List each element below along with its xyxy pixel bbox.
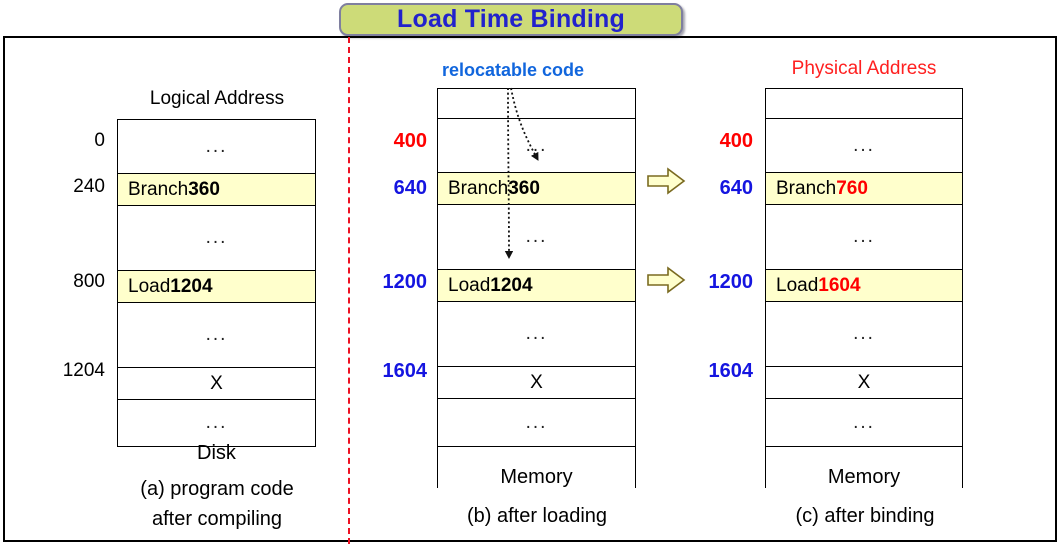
memory-row: ... [766,301,962,366]
memory-row: Branch 360 [438,172,635,204]
memory-row: ... [118,119,315,173]
memory-row: Branch 360 [118,173,315,205]
instruction-operand: 360 [188,178,220,200]
ellipsis-cell: ... [525,411,548,433]
memory-row [766,88,962,118]
memory-row: X [766,366,962,398]
slide-title-banner: Load Time Binding [339,3,683,36]
heading-relocatable-code: relocatable code [441,60,585,80]
instruction-operand: 1604 [818,274,861,296]
address-label: 800 [73,271,105,292]
memory-row: ... [118,205,315,270]
ellipsis-cell: ... [853,323,875,344]
caption-a-line3: after compiling [151,508,283,530]
memory-table-b: ... Branch 360... Load 1204... X... [437,88,636,488]
instruction-mnemonic: Load [448,274,491,296]
caption-b-line2: (b) after loading [466,505,608,527]
instruction-mnemonic: Load [128,275,171,297]
memory-row: ... [766,204,962,269]
address-label: 400 [393,130,427,152]
instruction-operand: 1204 [490,274,533,296]
ellipsis-cell: ... [205,412,228,433]
memory-row: ... [766,118,962,172]
address-label: 1200 [708,271,754,293]
address-label: 1604 [382,360,428,382]
content-frame [3,36,1057,542]
ellipsis-cell: ... [853,134,875,156]
address-label: 1604 [708,360,754,382]
memory-row: ... [438,204,635,269]
memory-row: ... [438,118,635,172]
ellipsis-cell: ... [853,226,875,247]
caption-a-line2: (a) program code [140,478,294,500]
heading-logical-address: Logical Address [149,88,285,109]
heading-physical-address: Physical Address [791,58,937,79]
ellipsis-cell: ... [205,227,228,248]
instruction-mnemonic: Branch [128,178,189,200]
ellipsis-cell: ... [853,411,875,433]
memory-row: X [438,366,635,398]
memory-row: X [118,367,315,399]
instruction-operand: 760 [836,177,868,199]
memory-table-c: ... Branch 760... Load 1604... X... [765,88,963,488]
address-label: 1204 [62,360,105,381]
address-label: 240 [73,176,105,197]
ellipsis-cell: ... [525,226,548,247]
memory-row: Load 1604 [766,269,962,301]
instruction-mnemonic: Load [776,274,819,296]
memory-cell-text: X [530,371,543,393]
ellipsis-cell: ... [525,134,548,156]
memory-row: ... [438,398,635,446]
caption-c-line1: Memory [827,466,901,488]
ellipsis-cell: ... [525,323,548,344]
instruction-operand: 1204 [170,275,213,297]
memory-row: ... [438,301,635,366]
address-label: 0 [94,130,105,151]
memory-row: Load 1204 [438,269,635,301]
memory-row [766,446,962,488]
load-transition-arrow [647,266,686,294]
instruction-mnemonic: Branch [448,177,509,199]
memory-table-a: ... Branch 360... Load 1204... X... [117,119,316,447]
instruction-operand: 360 [508,177,540,199]
ellipsis-cell: ... [205,135,228,157]
memory-row [438,88,635,118]
memory-row: ... [118,302,315,367]
caption-b-line1: Memory [500,466,573,488]
ellipsis-cell: ... [205,324,228,345]
address-label: 1200 [382,271,428,293]
memory-row: Load 1204 [118,270,315,302]
address-label: 400 [719,130,753,152]
memory-row: ... [118,399,315,447]
caption-c-line2: (c) after binding [795,505,935,527]
branch-transition-arrow [647,167,686,195]
address-label: 640 [719,177,753,199]
memory-row: ... [766,398,962,446]
address-label: 640 [393,177,427,199]
page-title: Load Time Binding [397,5,625,33]
caption-a-line1: Disk [197,442,236,464]
memory-row: Branch 760 [766,172,962,204]
panel-divider [348,37,350,544]
memory-cell-text: X [210,372,223,394]
memory-cell-text: X [857,371,871,393]
instruction-mnemonic: Branch [776,177,837,199]
memory-row [438,446,635,488]
